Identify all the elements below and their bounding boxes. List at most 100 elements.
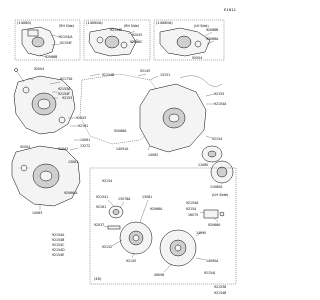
- bottom-label-8: 49006: [154, 273, 164, 277]
- lh-side-note: (LH Side): [212, 193, 229, 197]
- bottom-label-1: 921541: [96, 195, 108, 199]
- inset-label-7: 92066B: [206, 28, 218, 32]
- inset-1-lead-1: [51, 34, 61, 38]
- bottom-label-13: 16075: [188, 213, 198, 217]
- lower-left-label-4: 92154D: [52, 248, 65, 252]
- main-label-9: 13272: [80, 144, 90, 148]
- bottom-right-label-2: 921548: [214, 291, 226, 295]
- rotor-plate-center: [174, 244, 182, 252]
- main-label-20: 92145: [140, 69, 150, 73]
- inset-label-1: 92154/A: [59, 35, 73, 39]
- main-label-2: 92173A: [60, 77, 73, 81]
- bottom-right-label-1: 921538: [214, 285, 226, 289]
- bracket-16075: [203, 209, 219, 219]
- inset-label-5: 92043: [132, 33, 142, 37]
- inset-label-6: 92066C: [130, 40, 143, 44]
- inset-header-1: (14080): [17, 21, 32, 25]
- bottom-label-12: 92154: [186, 207, 196, 211]
- main-leaders: [27, 73, 215, 210]
- main-label-10: 92004: [20, 145, 30, 149]
- main-label-1: 92004: [34, 67, 44, 71]
- small-cover-11060-center: [207, 150, 217, 158]
- round-cover-11060A-hub: [216, 166, 228, 178]
- main-label-25: 11060: [198, 163, 208, 167]
- inset-1-lead-3: [39, 54, 46, 58]
- dipstick-line: [15, 69, 25, 83]
- inset-note-1: (RH Side): [59, 24, 74, 28]
- crankcase-left-boss-1: [22, 86, 30, 94]
- main-label-23: 92154A: [214, 102, 227, 106]
- main-label-21: 13151: [160, 73, 170, 77]
- bottom-label-16: 92154J: [204, 271, 215, 275]
- bottom-label-3: 92161: [96, 205, 106, 209]
- bottom-label-7: 92145: [126, 259, 136, 263]
- crankcase-lower-boss: [20, 164, 28, 172]
- inset-header-3: (14080A): [156, 21, 173, 25]
- main-label-8: 14061: [80, 138, 90, 142]
- crankcase-left-bore-inner: [37, 98, 51, 110]
- bottom-label-2: 13078A: [118, 197, 131, 201]
- crankcase-lower-bore-inner: [39, 170, 53, 182]
- inset-1-flange: [27, 29, 39, 37]
- inset-3-lead-1: [204, 31, 213, 37]
- main-label-17: 14091A: [116, 147, 129, 151]
- inset-header-2: (14080A): [86, 21, 103, 25]
- lower-left-label-1: 92154A: [52, 233, 65, 237]
- crankcase-left-boss-2: [58, 116, 66, 124]
- main-label-4: 92154F: [58, 92, 70, 96]
- inset-3-bore: [176, 35, 192, 49]
- main-label-26: 11060A: [210, 185, 223, 189]
- main-label-18: 92066A: [114, 129, 127, 133]
- bottom-label-10: 92066A: [150, 207, 163, 211]
- bottom-leaders: [103, 199, 219, 273]
- main-label-6: 92043: [76, 116, 86, 120]
- bottom-section-label: (4S): [94, 277, 102, 281]
- bottom-label-4: 13081: [142, 195, 152, 199]
- main-label-11: 92043: [58, 147, 68, 151]
- lower-left-list: 92154A 92154B 92154C 92154D 92154E: [52, 233, 65, 257]
- main-label-15: 13081: [68, 160, 78, 164]
- inset-2-lead-1: [127, 30, 136, 35]
- lower-left-label-2: 92154B: [52, 238, 64, 242]
- main-label-14: 14063: [32, 211, 42, 215]
- lower-left-label-5: 92154E: [52, 253, 64, 257]
- main-assembly: 92004 92173A 92153A 92154F 92153 92043 9…: [11, 67, 234, 215]
- inset-label-9: 92004: [192, 56, 202, 60]
- main-label-19: 92154B: [102, 73, 114, 77]
- main-label-12: 92154: [102, 179, 112, 183]
- inset-label-2: 92066B: [45, 55, 57, 59]
- inset-note-2: (RH Side): [124, 24, 139, 28]
- inset-note-3: (LH Side): [194, 24, 209, 28]
- inset-2-lead-2: [130, 38, 139, 44]
- breather-hose: [179, 75, 223, 87]
- inset-3-boss: [194, 40, 202, 48]
- inset-group: (14080) (14080A) (14080A) (RH Side) (RH …: [14, 19, 225, 61]
- dipstick-knob: [14, 68, 18, 72]
- bottom-section: (4S) 921541 13078A 92161: [89, 167, 237, 295]
- main-label-16: 92066/A: [64, 191, 78, 195]
- inset-1-lead-2: [51, 43, 61, 46]
- inset-3-lead-2: [206, 40, 215, 45]
- bottom-label-5: 92037: [94, 223, 104, 227]
- bracket-bolt: [219, 211, 225, 217]
- inset-box-3: [153, 19, 225, 61]
- bottom-section-box: [89, 167, 237, 285]
- inset-label-3: 92154F: [60, 41, 72, 45]
- idle-gear-hub: [112, 209, 120, 215]
- main-label-13: 14062: [148, 153, 158, 157]
- bottom-label-11: 92154A: [186, 201, 199, 205]
- starter-gear-center: [132, 234, 140, 242]
- parts-diagram: E1611 (14080) (14080A) (14080A) (RH Side…: [11, 7, 237, 295]
- inset-box-1: [14, 19, 81, 61]
- main-label-5: 92153: [62, 96, 72, 100]
- bottom-label-9: 14090: [196, 231, 206, 235]
- inset-2-boss-2: [120, 41, 128, 49]
- diagram-ref-code: E1611: [224, 7, 237, 12]
- inset-1-bore: [31, 36, 45, 48]
- inset-label-4: 92154E: [110, 28, 122, 32]
- inset-2-bore: [104, 35, 120, 49]
- main-label-7: 92161: [78, 124, 88, 128]
- inset-label-8: 92066A: [206, 37, 219, 41]
- inset-box-2: [83, 19, 151, 61]
- bottom-label-15: 14090A: [206, 259, 219, 263]
